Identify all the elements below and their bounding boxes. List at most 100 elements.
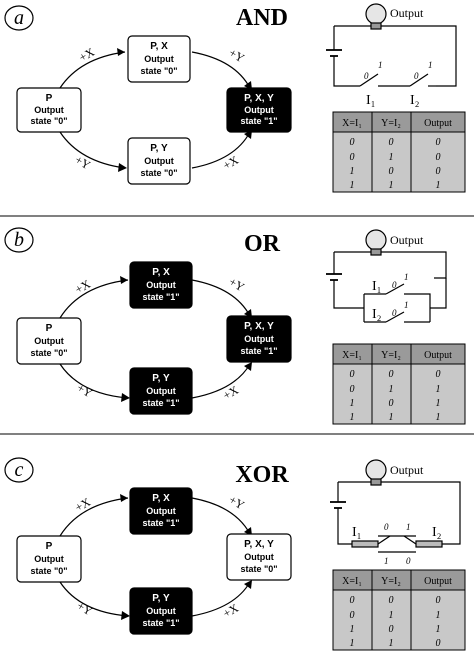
switch-1-off-label: 0 [392,280,397,290]
switch-2-label: I₂ [432,525,442,540]
node-name: P, X [152,493,170,504]
table-cell: 0 [436,638,441,649]
arrow-label: +Y [75,380,96,400]
table-header: X=I₁ [342,350,362,361]
table-header: X=I₁ [342,576,362,587]
table-cell: 0 [436,166,441,177]
panel-letter-circle [4,457,34,483]
table-cell: 0 [350,610,355,621]
panel-letter-circle [4,227,34,253]
arrow-label: +Y [73,152,94,172]
switch-1-label: I₁ [352,525,362,540]
node-line2: state "0" [30,566,67,576]
node-line2: state "1" [240,346,277,356]
table-cell: 0 [389,624,394,635]
table-cell: 1 [350,638,355,649]
switch-1 [351,540,379,548]
arrow-label: +X [77,45,98,65]
table-cell: 1 [350,166,355,177]
arrow-label: +X [221,153,242,173]
table-cell: 1 [436,398,441,409]
arrow-top-to-end [191,279,251,317]
switch-1-on-label: 1 [384,556,389,566]
switch-2-label: I₂ [372,307,382,322]
arrow-label: +X [221,601,242,621]
arrow-bottom-to-end [191,131,251,169]
table-cell: 1 [350,624,355,635]
table-cell: 0 [436,595,441,606]
switch-2-label: I₂ [410,93,420,108]
switch-1-label: I₁ [366,93,376,108]
switch-2-on-label: 1 [404,300,409,310]
table-cell: 0 [436,369,441,380]
node-name: P, Y [150,143,168,154]
table-cell: 0 [389,166,394,177]
arrow-label: +Y [227,492,248,512]
arrow-label: +Y [75,598,96,618]
state-node-bottom: P, Y Output state "1" [129,587,193,635]
table-cell: 1 [389,412,394,423]
panel-letter: c [15,459,24,481]
switch-2-on-label: 1 [428,60,433,70]
arrowhead [244,362,252,371]
arrowhead [120,494,128,502]
gate-title: AND [236,5,288,31]
switch-1-on-label: 1 [378,60,383,70]
lightbulb-icon [365,229,387,251]
arrow-label: +Y [227,45,248,65]
state-node-bottom: P, Y Output state "0" [127,137,191,185]
table-header: Y=I₂ [381,118,401,129]
output-label: Output [390,6,424,20]
lightbulb-icon [365,459,387,481]
panel-letter: b [14,229,24,251]
node-line2: state "1" [142,518,179,528]
state-node-end: P, X, Y Output state "0" [226,533,292,581]
arrow-label: +X [221,383,242,403]
arrow-bottom-to-end [191,363,251,399]
node-line2: state "1" [142,292,179,302]
switch-2 [385,311,405,323]
table-cell: 1 [389,384,394,395]
arrow-start-to-bottom [59,363,129,399]
arrowhead [118,163,127,172]
node-line2: state "0" [240,564,277,574]
switch-1-off-label: 0 [384,522,389,532]
state-node-bottom: P, Y Output state "1" [129,367,193,415]
table-cell: 1 [389,152,394,163]
node-line2: state "0" [140,66,177,76]
output-label: Output [390,463,424,477]
truth-table-a: X=I₁ Y=I₂ Output 0 0 0 0 1 0 1 0 0 1 1 1 [332,111,466,193]
arrow-label: +Y [227,274,248,294]
circuit-a [326,3,457,87]
table-cell: 0 [389,137,394,148]
table-cell: 1 [436,610,441,621]
circuit-b [326,229,447,323]
node-line2: state "0" [30,116,67,126]
node-line1: Output [34,336,64,346]
node-name: P, X [150,41,168,52]
node-name: P, X, Y [244,539,274,550]
arrow-start-to-bottom [59,581,129,617]
node-name: P [46,323,53,334]
node-line1: Output [244,334,274,344]
node-line2: state "1" [240,116,277,126]
arrowhead [121,393,130,402]
table-cell: 0 [350,595,355,606]
table-header: Y=I₂ [381,350,401,361]
state-node-start: P Output state "0" [16,317,82,365]
node-line1: Output [144,54,174,64]
state-node-top: P, X Output state "1" [129,261,193,309]
node-line1: Output [244,105,274,115]
arrow-start-to-top [59,497,129,537]
logic-diagram-c: c XOR +X +Y +Y +X P Output state "0" P, … [4,457,292,635]
state-node-start: P Output state "0" [16,87,82,133]
table-cell: 0 [436,152,441,163]
node-name: P, X, Y [244,93,274,104]
table-cell: 0 [350,137,355,148]
gate-title: XOR [235,462,289,488]
switch-2-off-label: 1 [406,522,411,532]
arrow-bottom-to-end [191,581,251,617]
table-cell: 1 [436,624,441,635]
switch-1 [359,73,379,87]
state-node-start: P Output state "0" [16,535,82,583]
